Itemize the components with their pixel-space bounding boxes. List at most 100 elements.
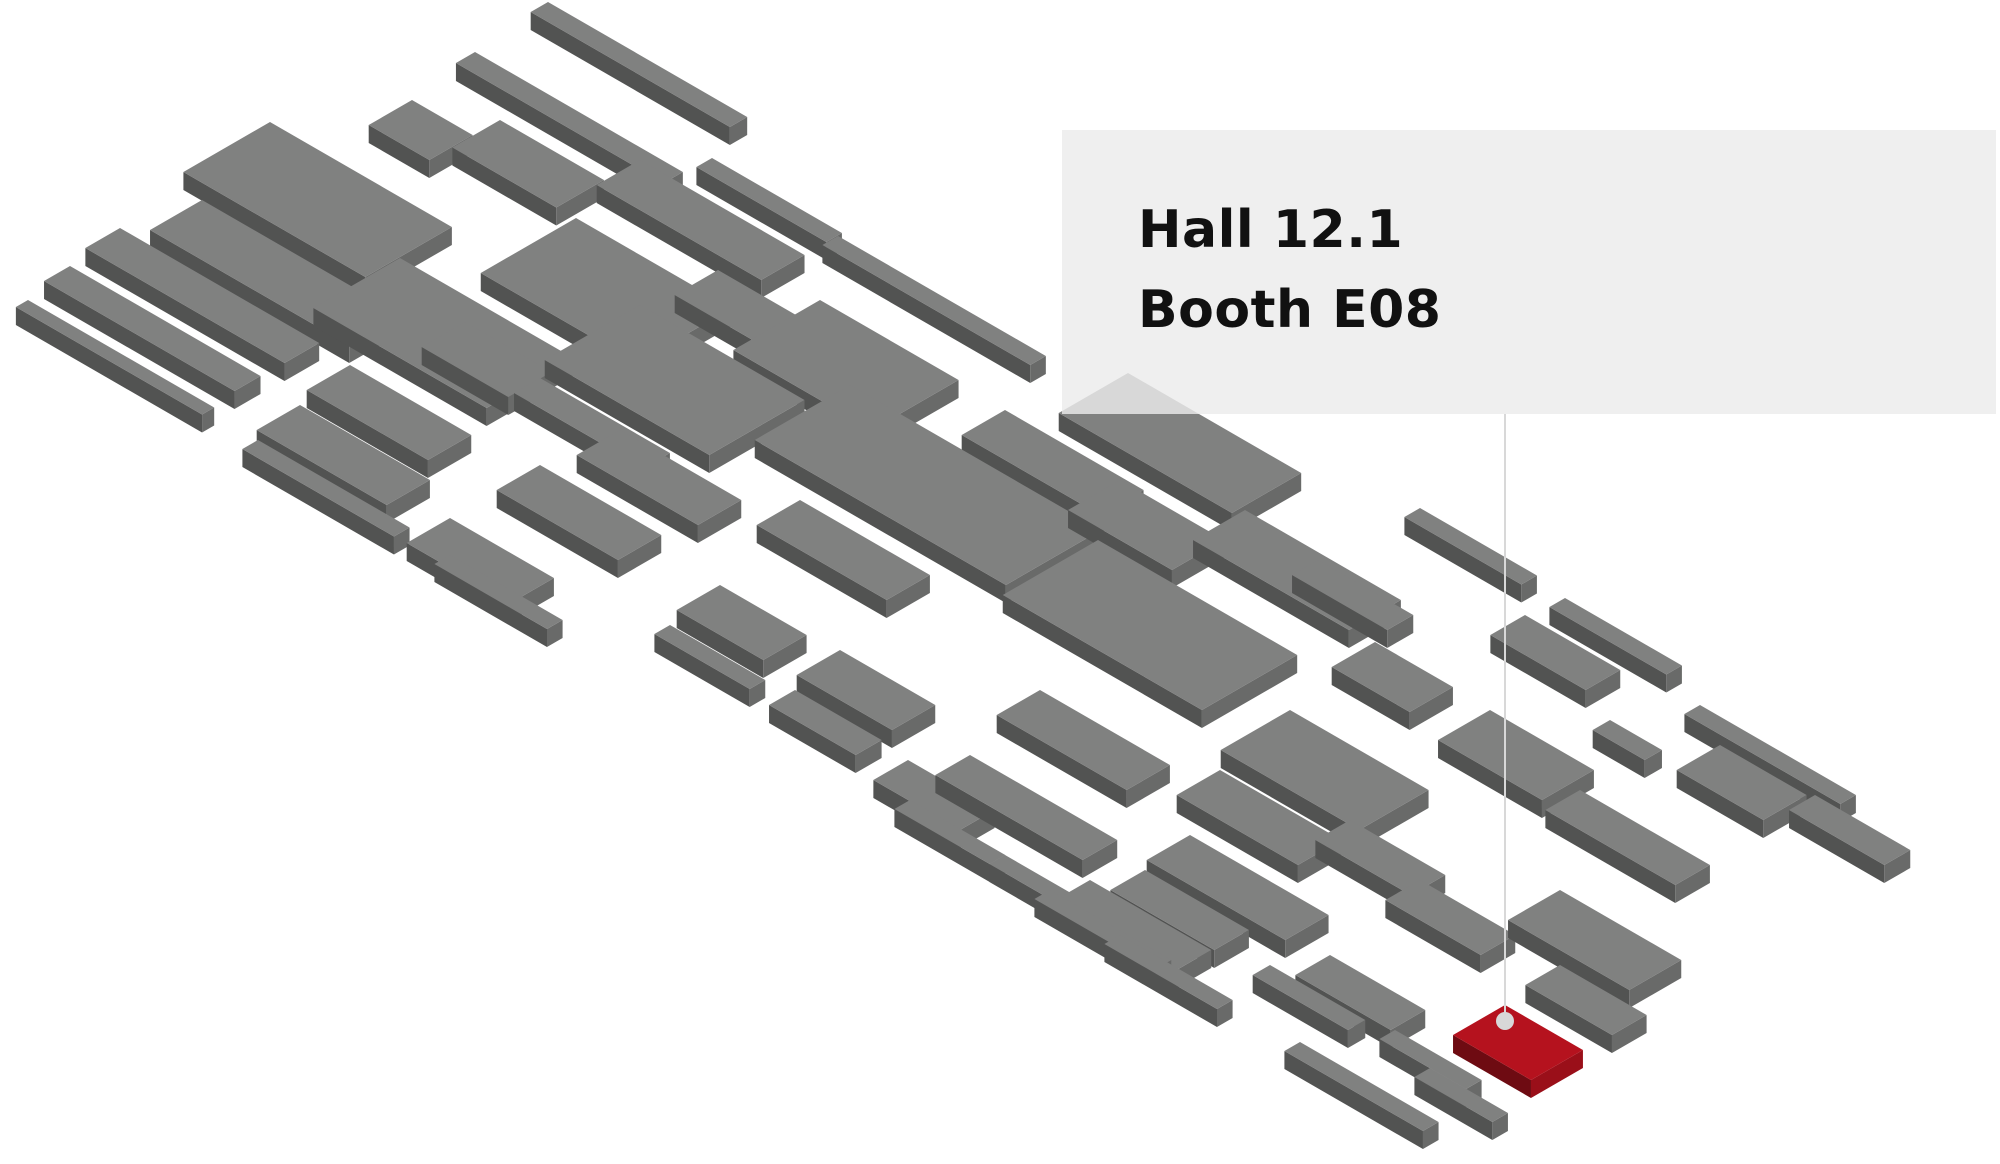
booth-side-left bbox=[306, 390, 428, 478]
booth-side-right bbox=[697, 500, 742, 543]
booth-top bbox=[1110, 870, 1249, 950]
booth-side-right bbox=[393, 527, 410, 555]
booth-side-left bbox=[434, 564, 547, 647]
booth bbox=[1545, 790, 1710, 903]
booth-top bbox=[1104, 935, 1233, 1009]
booth bbox=[434, 555, 563, 647]
booth-top bbox=[654, 625, 766, 689]
booth-side-left bbox=[15, 307, 203, 433]
booth bbox=[596, 160, 805, 298]
booth-top bbox=[935, 755, 1118, 860]
booth-top bbox=[1379, 1030, 1482, 1089]
booth-top bbox=[85, 228, 320, 363]
booth-side-left bbox=[1315, 840, 1411, 913]
booth-side-right bbox=[891, 705, 936, 748]
booth-side-left bbox=[1385, 900, 1481, 973]
booth-side-left bbox=[452, 147, 557, 226]
booth bbox=[676, 585, 807, 678]
booth-side-left bbox=[313, 308, 487, 426]
booth-side-right bbox=[1611, 1015, 1647, 1053]
booth-top bbox=[183, 122, 452, 277]
booth-side-left bbox=[576, 455, 698, 543]
booth-side-right bbox=[729, 117, 748, 145]
booth-side-left bbox=[1508, 920, 1630, 1008]
booth bbox=[1292, 560, 1414, 648]
booth bbox=[85, 228, 320, 381]
booth-side-right bbox=[1387, 615, 1414, 648]
booth-side-left bbox=[1592, 730, 1645, 778]
booth-side-right bbox=[1082, 840, 1118, 878]
booth bbox=[1549, 598, 1682, 693]
booth-side-left bbox=[796, 675, 892, 748]
booth-side-left bbox=[1331, 667, 1410, 730]
booth-label: Booth E08 bbox=[1138, 280, 1442, 340]
booth-side-right bbox=[202, 407, 215, 433]
booth-side-left bbox=[1676, 770, 1764, 838]
booth-side-right bbox=[1285, 915, 1329, 958]
booth bbox=[44, 266, 261, 409]
booth-side-left bbox=[1453, 1035, 1531, 1098]
booth-side-left bbox=[1104, 944, 1217, 1027]
booth-side-left bbox=[1438, 740, 1542, 818]
booth-top bbox=[1055, 880, 1212, 970]
hall-label: Hall 12.1 bbox=[1138, 200, 1404, 260]
booth-top bbox=[530, 2, 748, 127]
booth bbox=[996, 690, 1170, 808]
booth-top bbox=[15, 300, 215, 415]
booth-side-left bbox=[1220, 750, 1360, 848]
booth-side-left bbox=[421, 347, 509, 415]
booth-side-left bbox=[1525, 985, 1612, 1053]
booth-side-left bbox=[1292, 575, 1388, 648]
booth-side-left bbox=[1252, 975, 1348, 1048]
booth-top bbox=[1404, 508, 1537, 585]
booth-top bbox=[406, 518, 554, 603]
booth-side-right bbox=[1216, 1000, 1233, 1027]
booth-side-left bbox=[894, 809, 990, 882]
booth-side-left bbox=[1789, 810, 1885, 883]
booth-top bbox=[1676, 745, 1807, 820]
booth-top bbox=[455, 52, 683, 183]
booth-side-right bbox=[284, 343, 320, 381]
booth-top bbox=[961, 410, 1144, 515]
booth bbox=[1331, 642, 1453, 730]
booth bbox=[1146, 835, 1329, 958]
booth bbox=[544, 305, 805, 473]
booth-side-right bbox=[1666, 665, 1682, 693]
booth bbox=[530, 2, 748, 145]
booth-top bbox=[1438, 710, 1594, 800]
booth-top bbox=[1284, 1042, 1439, 1131]
booth-side-left bbox=[1490, 635, 1586, 708]
booth-top bbox=[822, 236, 1046, 365]
booth bbox=[769, 690, 882, 773]
booth-side-left bbox=[1193, 540, 1349, 648]
booth-top bbox=[1385, 880, 1516, 955]
booth-side-left bbox=[1414, 1077, 1493, 1140]
booth-side-left bbox=[756, 525, 887, 618]
booth-top bbox=[769, 690, 882, 755]
booth-top bbox=[1490, 615, 1621, 690]
booth-side-right bbox=[1347, 1020, 1366, 1048]
booth-top bbox=[1525, 965, 1647, 1035]
booth bbox=[496, 465, 662, 578]
booth bbox=[1525, 965, 1647, 1053]
booth-top bbox=[796, 650, 936, 730]
booth-side-right bbox=[556, 180, 604, 226]
booth-side-right bbox=[617, 535, 662, 578]
booth-side-left bbox=[961, 435, 1101, 533]
booth-side-right bbox=[386, 480, 430, 523]
booth-side-left bbox=[530, 12, 730, 145]
booth bbox=[1385, 880, 1516, 973]
booth-side-right bbox=[1675, 865, 1710, 903]
booth-side-left bbox=[654, 634, 750, 707]
booth bbox=[1252, 965, 1366, 1048]
booth-side-right bbox=[1359, 790, 1429, 848]
booth-top bbox=[1068, 480, 1224, 570]
location-marker-icon bbox=[1496, 1012, 1514, 1030]
highlighted-booth[interactable] bbox=[1453, 1005, 1583, 1098]
booth bbox=[452, 120, 604, 226]
booth bbox=[15, 300, 215, 433]
booth-side-left bbox=[676, 610, 764, 678]
booth-top bbox=[596, 160, 805, 280]
booth-top bbox=[1549, 598, 1682, 675]
booth-side-left bbox=[183, 172, 366, 295]
